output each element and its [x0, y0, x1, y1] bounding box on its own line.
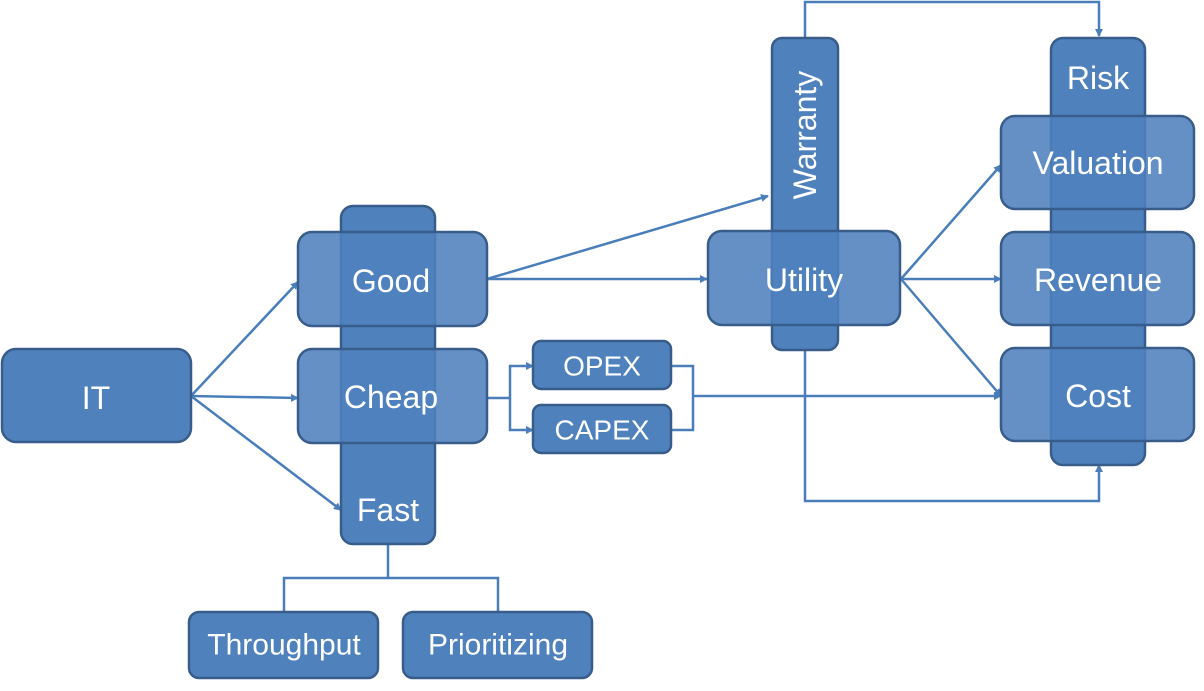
throughput-box	[187, 610, 380, 680]
utility-box	[706, 229, 902, 327]
edge-it-good	[190, 281, 299, 397]
valuation-label: Valuation	[1032, 145, 1163, 181]
edge-fast-throughput-prioritizing	[282, 576, 500, 612]
capex-label: CAPEX	[555, 415, 650, 446]
good-label: Good	[352, 263, 430, 299]
edge-utility-cost	[900, 278, 1002, 397]
boxes	[0, 114, 1196, 680]
it-label: IT	[82, 380, 110, 416]
edge-utility-cost-bottom	[803, 325, 1103, 503]
throughput-label: Throughput	[207, 629, 361, 662]
good-box	[296, 230, 489, 328]
fast-label: Fast	[357, 492, 419, 528]
cost-box	[999, 346, 1196, 443]
labels: IT Good Cheap Fast Throughput Prioritizi…	[82, 60, 1164, 662]
edge-it-fast	[190, 395, 342, 511]
revenue-box	[999, 230, 1196, 327]
risk-label: Risk	[1067, 60, 1130, 96]
prioritizing-label: Prioritizing	[428, 629, 568, 662]
edge-warranty-risk	[803, 0, 1103, 38]
it-box	[0, 347, 193, 444]
warranty-label: Warranty	[787, 71, 823, 200]
edge-cheap-capex	[508, 398, 534, 434]
connectors	[190, 0, 1103, 612]
opex-label: OPEX	[563, 351, 641, 382]
cost-label: Cost	[1065, 378, 1131, 414]
edge-good-warranty	[486, 194, 769, 281]
edge-cheap-opex	[508, 362, 534, 398]
edge-it-cheap	[190, 393, 299, 402]
opex-box	[531, 339, 673, 391]
cheap-box	[296, 347, 489, 445]
capex-box	[531, 403, 673, 455]
valuation-box	[999, 114, 1196, 211]
prioritizing-box	[401, 610, 594, 680]
revenue-label: Revenue	[1034, 262, 1162, 298]
utility-label: Utility	[765, 262, 843, 298]
cheap-label: Cheap	[344, 379, 438, 415]
edge-utility-valuation	[900, 164, 1002, 280]
edge-opex-capex-bracket	[671, 364, 695, 432]
